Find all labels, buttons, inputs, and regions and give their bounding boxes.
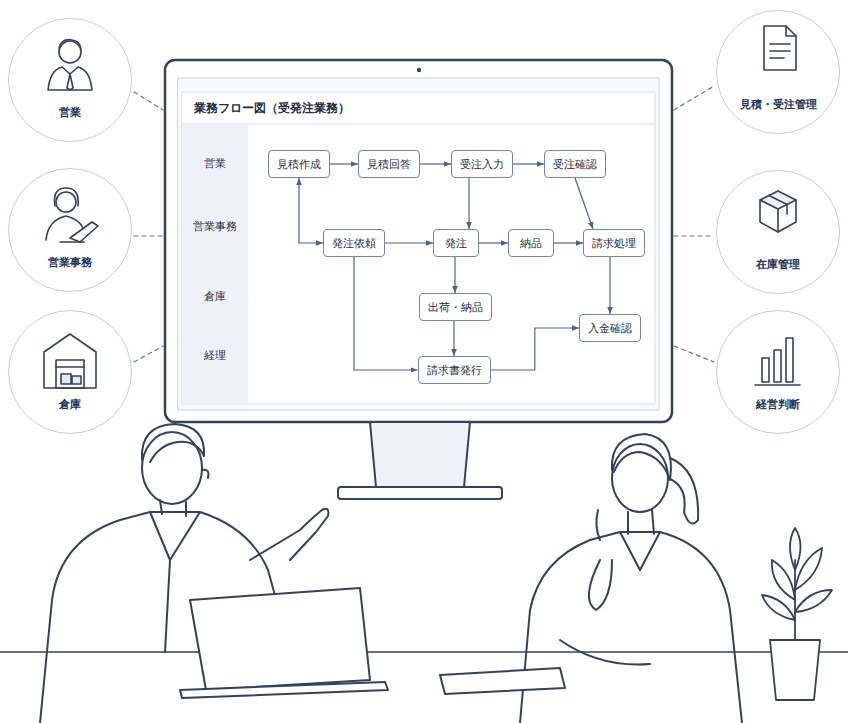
node-text: 倉庫: [9, 397, 131, 412]
lane-label: 営業: [204, 157, 226, 171]
flow-arrow: [609, 257, 610, 314]
node-text: 発注依頼: [332, 236, 376, 251]
node-text: 営業: [9, 105, 131, 120]
flow-arrow: [354, 257, 418, 370]
process-box: 受注確認: [544, 150, 606, 178]
flow-arrow: [575, 178, 593, 229]
node-text: 納品: [520, 236, 542, 251]
flow-arrow: [299, 178, 323, 243]
node-text: 見積作成: [277, 157, 321, 172]
flow-arrow: [420, 163, 451, 164]
role-circle: 営業: [8, 18, 132, 142]
flow-arrow: [453, 321, 454, 356]
role-circle: 在庫管理: [716, 170, 840, 294]
node-text: 営業事務: [9, 255, 131, 270]
node-text: 在庫管理: [717, 257, 839, 272]
process-box: 見積作成: [268, 150, 330, 178]
process-box: 入金確認: [579, 314, 641, 342]
node-text: 請求書発行: [427, 363, 482, 378]
flow-arrow: [385, 242, 433, 243]
node-text: 経営判断: [717, 397, 839, 412]
flow-arrow: [330, 163, 358, 164]
node-text: 見積・受注管理: [717, 97, 839, 112]
node-text: 出荷・納品: [428, 300, 483, 315]
role-circle: 見積・受注管理: [716, 10, 840, 134]
flow-arrow: [513, 163, 544, 164]
process-box: 受注入力: [451, 150, 513, 178]
role-circle: 倉庫: [8, 310, 132, 434]
node-text: 発注: [445, 236, 467, 251]
process-box: 見積回答: [358, 150, 420, 178]
node-text: 受注入力: [460, 157, 504, 172]
process-box: 発注: [433, 229, 479, 257]
node-text: 請求処理: [592, 236, 636, 251]
node-text: 受注確認: [553, 157, 597, 172]
role-circle: 経営判断: [716, 310, 840, 434]
node-text: 見積回答: [367, 157, 411, 172]
flow-arrow: [554, 242, 583, 243]
lane-label: 営業事務: [193, 220, 237, 234]
lane-label: 経理: [204, 349, 226, 363]
process-box: 請求処理: [583, 229, 645, 257]
lane-label: 倉庫: [204, 290, 226, 304]
process-box: 請求書発行: [418, 356, 491, 384]
flow-arrow: [479, 242, 508, 243]
flow-arrow: [491, 328, 580, 370]
process-box: 出荷・納品: [419, 293, 492, 321]
flow-arrow: [454, 257, 455, 293]
node-text: 入金確認: [588, 321, 632, 336]
process-box: 発注依頼: [323, 229, 385, 257]
role-circle: 営業事務: [8, 168, 132, 292]
diagram-title: 業務フロー図（受発注業務）: [194, 100, 350, 117]
flow-arrow: [468, 178, 469, 229]
process-box: 納品: [508, 229, 554, 257]
